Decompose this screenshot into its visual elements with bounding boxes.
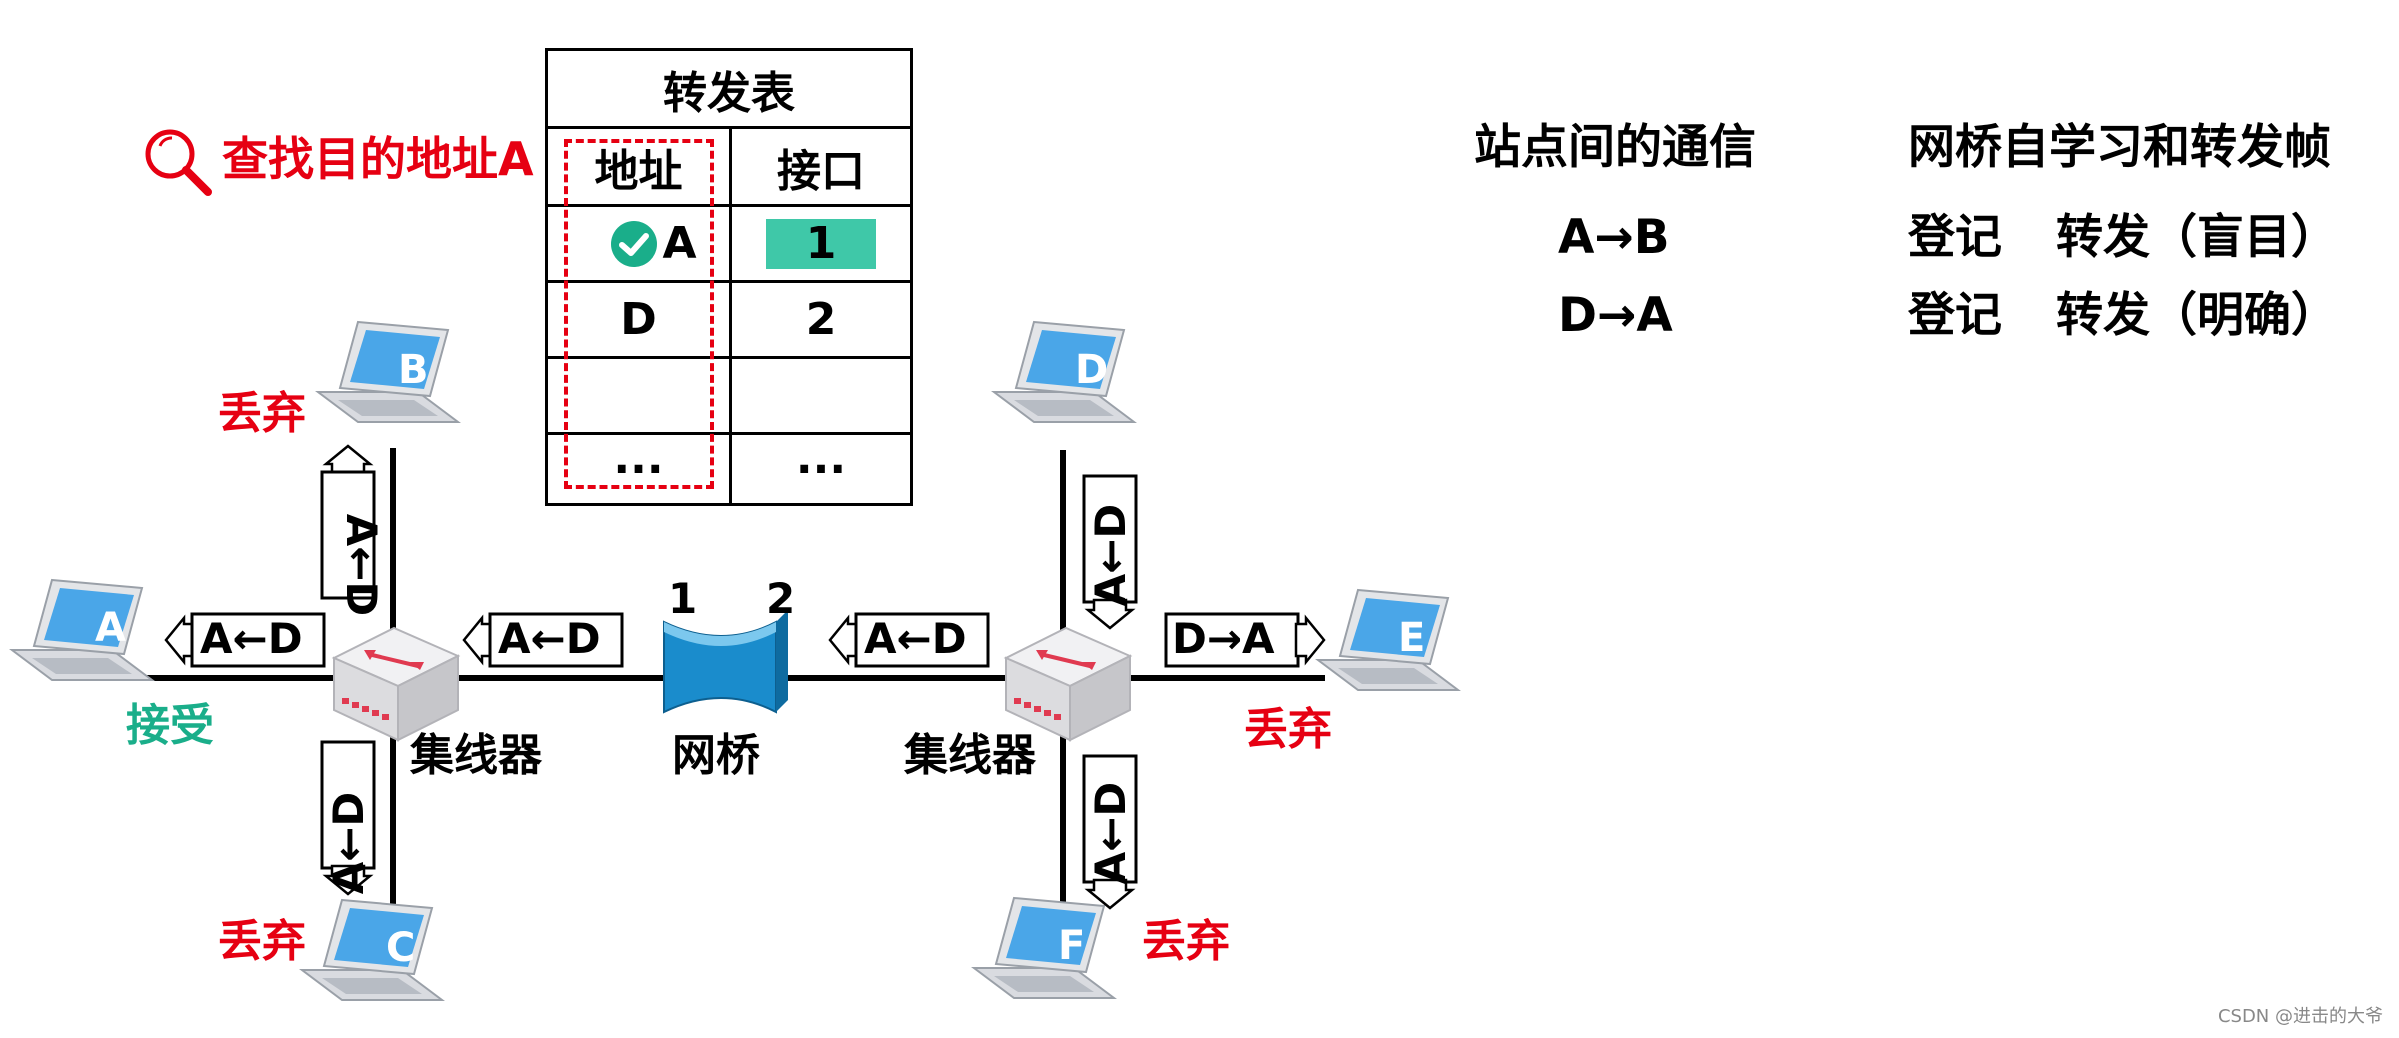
host-label-b: B <box>398 347 429 393</box>
comm-row-1: A→B <box>1558 210 1670 265</box>
comm-row-2: D→A <box>1558 288 1673 343</box>
frame-label: A←D <box>1086 503 1135 607</box>
host-label-c: C <box>386 925 416 971</box>
table-cell-address: A <box>662 218 697 269</box>
frame-label: A←D <box>200 614 303 663</box>
frame-label: A←D <box>324 791 373 895</box>
discard-label-c: 丢弃 <box>218 916 306 967</box>
discard-label-b: 丢弃 <box>218 388 306 439</box>
table-header-port: 接口 <box>777 145 865 197</box>
table-header-address: 地址 <box>594 145 683 197</box>
hub-label-left: 集线器 <box>410 730 542 781</box>
frame-label: A←D <box>1086 781 1135 885</box>
frame-label: A←D <box>498 614 601 663</box>
learn-register-2: 登记 <box>1908 288 2002 343</box>
table-cell-address: D <box>620 294 657 345</box>
bridge-port-2: 2 <box>766 574 796 623</box>
table-cell-port: ··· <box>795 443 847 495</box>
host-label-e: E <box>1398 615 1426 661</box>
host-label-a: A <box>95 605 126 651</box>
hub-label-right: 集线器 <box>904 730 1036 781</box>
table-row-divider <box>548 204 910 207</box>
comm-title: 站点间的通信 <box>1474 120 1756 175</box>
table-row: A <box>578 207 729 280</box>
highlighted-port: 1 <box>766 218 876 269</box>
host-label-f: F <box>1058 923 1086 969</box>
learn-forward-1: 转发（盲目） <box>2056 210 2338 265</box>
table-row-divider <box>548 280 910 283</box>
host-label-d: D <box>1075 347 1109 393</box>
table-cell-port: 1 <box>732 207 910 280</box>
discard-label-e: 丢弃 <box>1244 704 1332 755</box>
forwarding-table: 转发表 地址 接口 A 1 D 2 ··· ··· <box>545 48 913 506</box>
learn-register-1: 登记 <box>1908 210 2002 265</box>
table-cell-port: 2 <box>805 294 837 345</box>
table-column-divider <box>729 129 732 503</box>
table-cell-port <box>732 359 910 432</box>
bridge-port-1: 1 <box>668 574 698 623</box>
learn-title: 网桥自学习和转发帧 <box>1908 120 2331 175</box>
magnifier-icon <box>140 124 216 200</box>
table-row-divider <box>548 432 910 435</box>
learn-forward-2: 转发（明确） <box>2056 288 2338 343</box>
frame-label: A←D <box>337 513 386 617</box>
address-column-highlight <box>564 139 714 489</box>
bridge-label: 网桥 <box>672 730 760 781</box>
frame-label: A←D <box>864 614 967 663</box>
table-row-divider <box>548 356 910 359</box>
discard-label-f: 丢弃 <box>1142 916 1230 967</box>
check-icon <box>610 220 658 268</box>
search-label: 查找目的地址A <box>222 132 534 186</box>
table-title: 转发表 <box>548 51 910 129</box>
frame-label: D→A <box>1172 614 1275 663</box>
watermark: CSDN @进击的大爷 <box>2217 1006 2383 1027</box>
accept-label: 接受 <box>126 700 214 751</box>
